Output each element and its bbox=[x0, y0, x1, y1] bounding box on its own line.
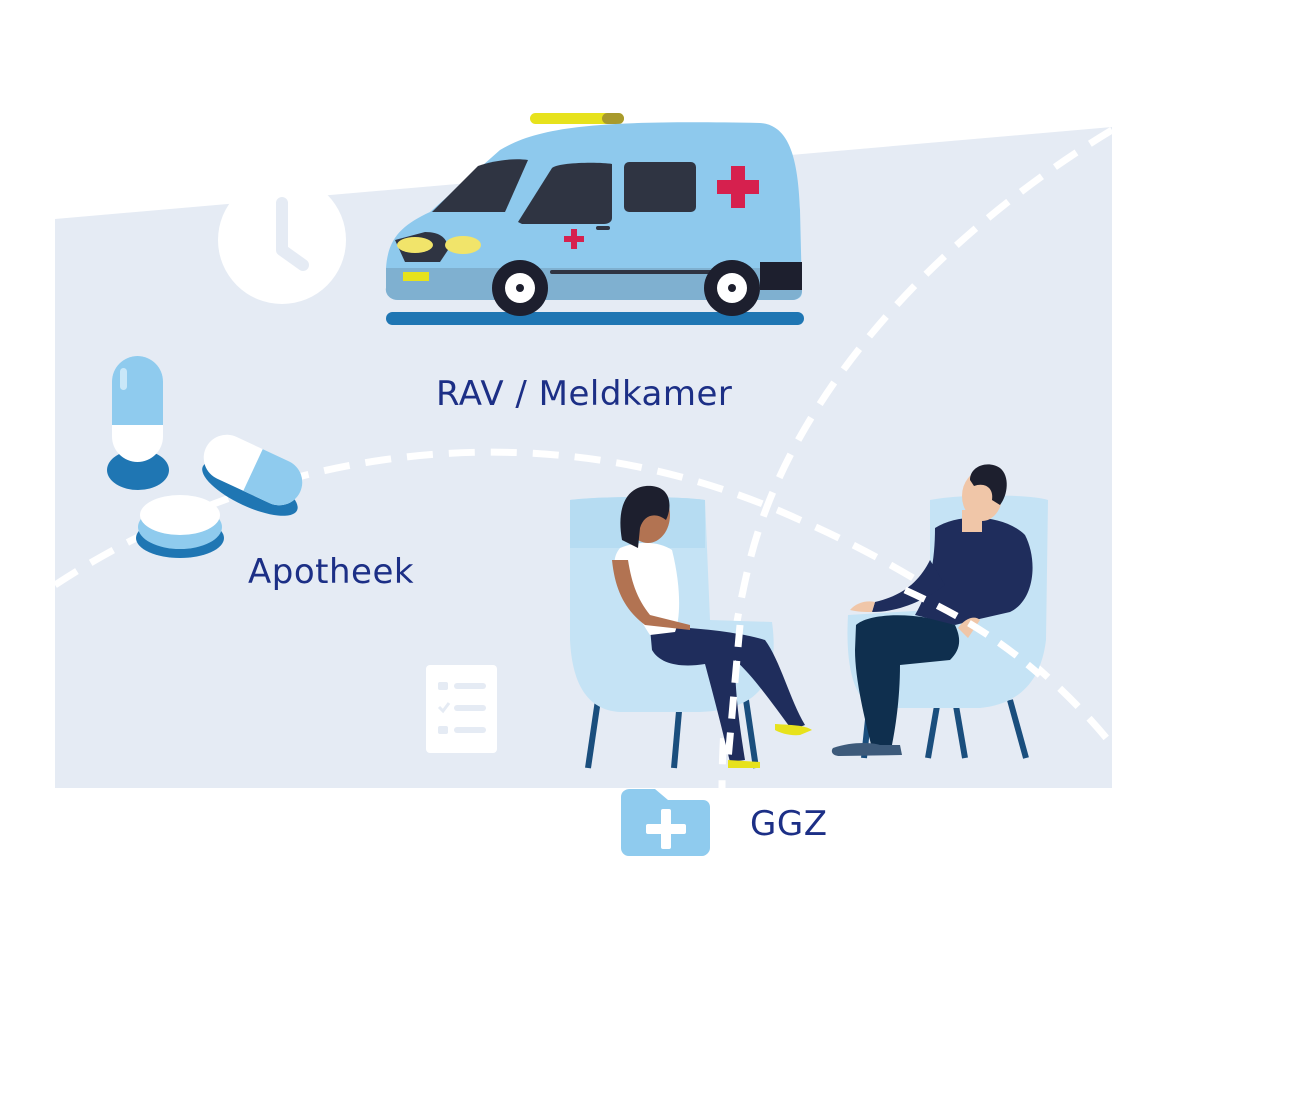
person-man bbox=[831, 464, 1033, 756]
label-ggz: GGZ bbox=[750, 804, 828, 844]
label-apotheek: Apotheek bbox=[248, 552, 415, 592]
ambulance-wheel-rear bbox=[704, 260, 760, 316]
pills-illustration bbox=[107, 356, 303, 558]
ambulance-wheel-front bbox=[492, 260, 548, 316]
label-rav-meldkamer: RAV / Meldkamer bbox=[436, 374, 733, 414]
checklist-icon bbox=[426, 665, 497, 753]
clock-icon bbox=[218, 176, 346, 304]
therapy-session-illustration bbox=[570, 464, 1048, 769]
ambulance-illustration bbox=[385, 113, 804, 325]
folder-plus-icon bbox=[621, 789, 710, 856]
person-woman bbox=[612, 485, 812, 768]
